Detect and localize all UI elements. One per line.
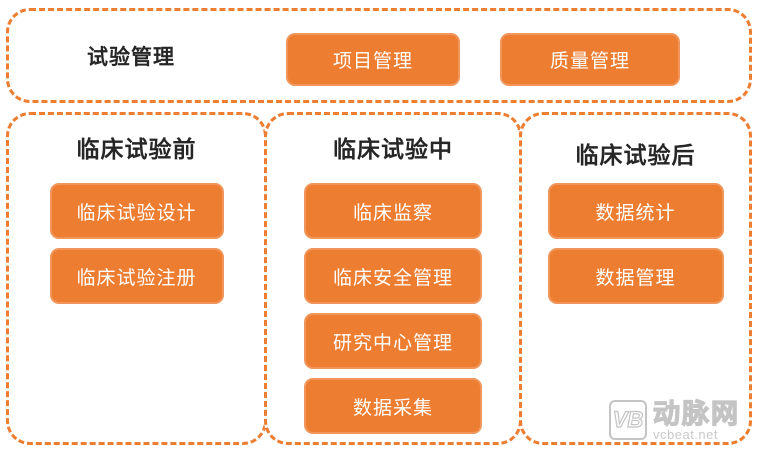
data-collection-node: 数据采集 — [304, 378, 482, 434]
trial-management-label: 试验管理 — [87, 45, 175, 69]
clinical-trial-design-node: 临床试验设计 — [49, 183, 224, 239]
clinical-trial-registration-node: 临床试验注册 — [49, 248, 224, 304]
watermark-text: 动脉网 vcbeat.net — [652, 399, 740, 442]
watermark-url: vcbeat.net — [653, 427, 718, 442]
post-trial-column-title: 临床试验后 — [575, 142, 696, 168]
trial-management-group: 试验管理 项目管理 质量管理 — [6, 8, 752, 103]
project-management-node: 项目管理 — [286, 33, 460, 86]
quality-management-node: 质量管理 — [500, 33, 680, 86]
post-trial-button-stack: 数据统计 数据管理 — [547, 183, 724, 304]
watermark-name: 动脉网 — [652, 399, 740, 429]
in-trial-button-stack: 临床监察 临床安全管理 研究中心管理 数据采集 — [304, 183, 482, 434]
post-trial-column: 临床试验后 数据统计 数据管理 — [519, 112, 752, 445]
vb-logo-icon: VB — [609, 400, 647, 440]
vcbeat-watermark: VB 动脉网 vcbeat.net — [609, 399, 740, 442]
pre-trial-column: 临床试验前 临床试验设计 临床试验注册 — [6, 112, 267, 445]
pre-trial-button-stack: 临床试验设计 临床试验注册 — [49, 183, 224, 304]
in-trial-column-title: 临床试验中 — [333, 136, 453, 162]
data-statistics-node: 数据统计 — [547, 183, 724, 239]
in-trial-column: 临床试验中 临床监察 临床安全管理 研究中心管理 数据采集 — [264, 112, 522, 445]
research-center-management-node: 研究中心管理 — [304, 313, 482, 369]
clinical-monitoring-node: 临床监察 — [304, 183, 482, 239]
data-management-node: 数据管理 — [547, 248, 724, 304]
clinical-safety-management-node: 临床安全管理 — [304, 248, 482, 304]
pre-trial-column-title: 临床试验前 — [76, 136, 197, 162]
